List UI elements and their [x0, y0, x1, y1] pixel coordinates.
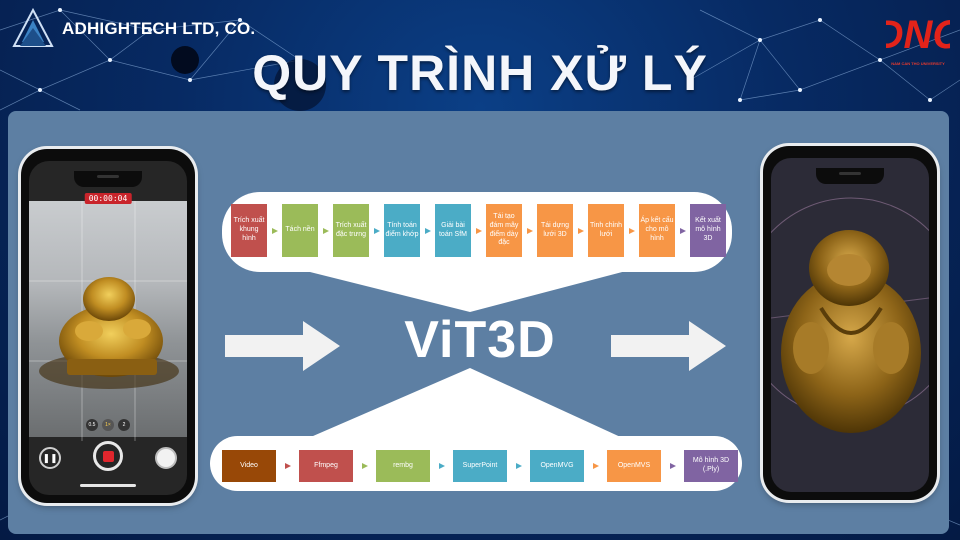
zoom-0-5[interactable]: 0.5: [86, 419, 98, 431]
home-indicator: [80, 484, 136, 487]
pipeline-step: Giải bài toán SfM: [435, 204, 471, 257]
phone-notch: [74, 171, 142, 187]
record-timer: 00:00:04: [84, 193, 132, 204]
tool-step: Ffmpeg: [299, 450, 353, 482]
buddha-statue-photo: [29, 201, 187, 441]
pipeline-step: Tính toán điểm khớp: [384, 204, 420, 257]
pipeline-step: Tách nền: [282, 204, 318, 257]
pipeline-step: Tái dựng lưới 3D: [537, 204, 573, 257]
zoom-selector: 0.5 1× 2: [29, 419, 187, 431]
output-arrow-icon: [611, 321, 726, 371]
step-arrow-icon: [577, 227, 584, 234]
svg-text:DNC: DNC: [886, 13, 950, 56]
step-arrow-icon: [628, 227, 635, 234]
stop-record-button[interactable]: [93, 441, 123, 471]
result-phone: [763, 146, 937, 500]
step-arrow-icon: [284, 463, 291, 469]
tool-step: SuperPoint: [453, 450, 507, 482]
university-mark-icon: DNC: [875, 13, 960, 57]
recording-phone: 00:00:04: [21, 149, 195, 503]
tool-step: rembg: [376, 450, 430, 482]
step-arrow-icon: [424, 227, 431, 234]
step-arrow-icon: [475, 227, 482, 234]
camera-screen: 00:00:04: [29, 161, 187, 495]
pipeline-step: Áp kết cấu cho mô hình: [639, 204, 675, 257]
zoom-1x[interactable]: 1×: [102, 419, 114, 431]
university-name: NAM CAN THO UNIVERSITY: [891, 61, 945, 66]
pipeline-step: Kết xuất mô hình 3D: [690, 204, 726, 257]
vit3d-label: ViT3D: [404, 311, 556, 369]
camera-controls: ❚❚: [29, 441, 187, 475]
pipeline-step: Tái tạo đám mây điểm dày đặc: [486, 204, 522, 257]
shutter-button[interactable]: [155, 447, 177, 469]
university-logo: DNC NAM CAN THO UNIVERSITY: [875, 8, 960, 66]
tool-step: Video: [222, 450, 276, 482]
phone-notch: [816, 168, 884, 184]
step-arrow-icon: [271, 227, 278, 234]
company-brand: ADHIGHTECH LTD, CO.: [10, 6, 255, 52]
pipeline-step: Tinh chỉnh lưới: [588, 204, 624, 257]
stop-icon: [102, 450, 114, 462]
company-logo-icon: [12, 7, 54, 47]
camera-viewfinder: [29, 201, 187, 441]
step-arrow-icon: [322, 227, 329, 234]
pipeline-step: Trích xuất đặc trưng: [333, 204, 369, 257]
input-arrow-icon: [225, 321, 340, 371]
zoom-2[interactable]: 2: [118, 419, 130, 431]
pause-button[interactable]: ❚❚: [39, 447, 61, 469]
step-arrow-icon: [373, 227, 380, 234]
step-arrow-icon: [669, 463, 676, 469]
step-arrow-icon: [515, 463, 522, 469]
3d-model-view: [771, 197, 929, 433]
tool-step: OpenMVS: [607, 450, 661, 482]
company-name: ADHIGHTECH LTD, CO.: [62, 19, 256, 38]
tool-step: Mô hình 3D (.Ply): [684, 450, 738, 482]
page-title: QUY TRÌNH XỬ LÝ: [252, 45, 708, 101]
model-screen: [771, 158, 929, 492]
tool-step: OpenMVG: [530, 450, 584, 482]
pause-icon: ❚❚: [42, 452, 58, 463]
pipeline-step: Trích xuất khung hình: [231, 204, 267, 257]
step-arrow-icon: [438, 463, 445, 469]
step-arrow-icon: [679, 227, 686, 234]
step-arrow-icon: [526, 227, 533, 234]
step-arrow-icon: [592, 463, 599, 469]
step-arrow-icon: [361, 463, 368, 469]
